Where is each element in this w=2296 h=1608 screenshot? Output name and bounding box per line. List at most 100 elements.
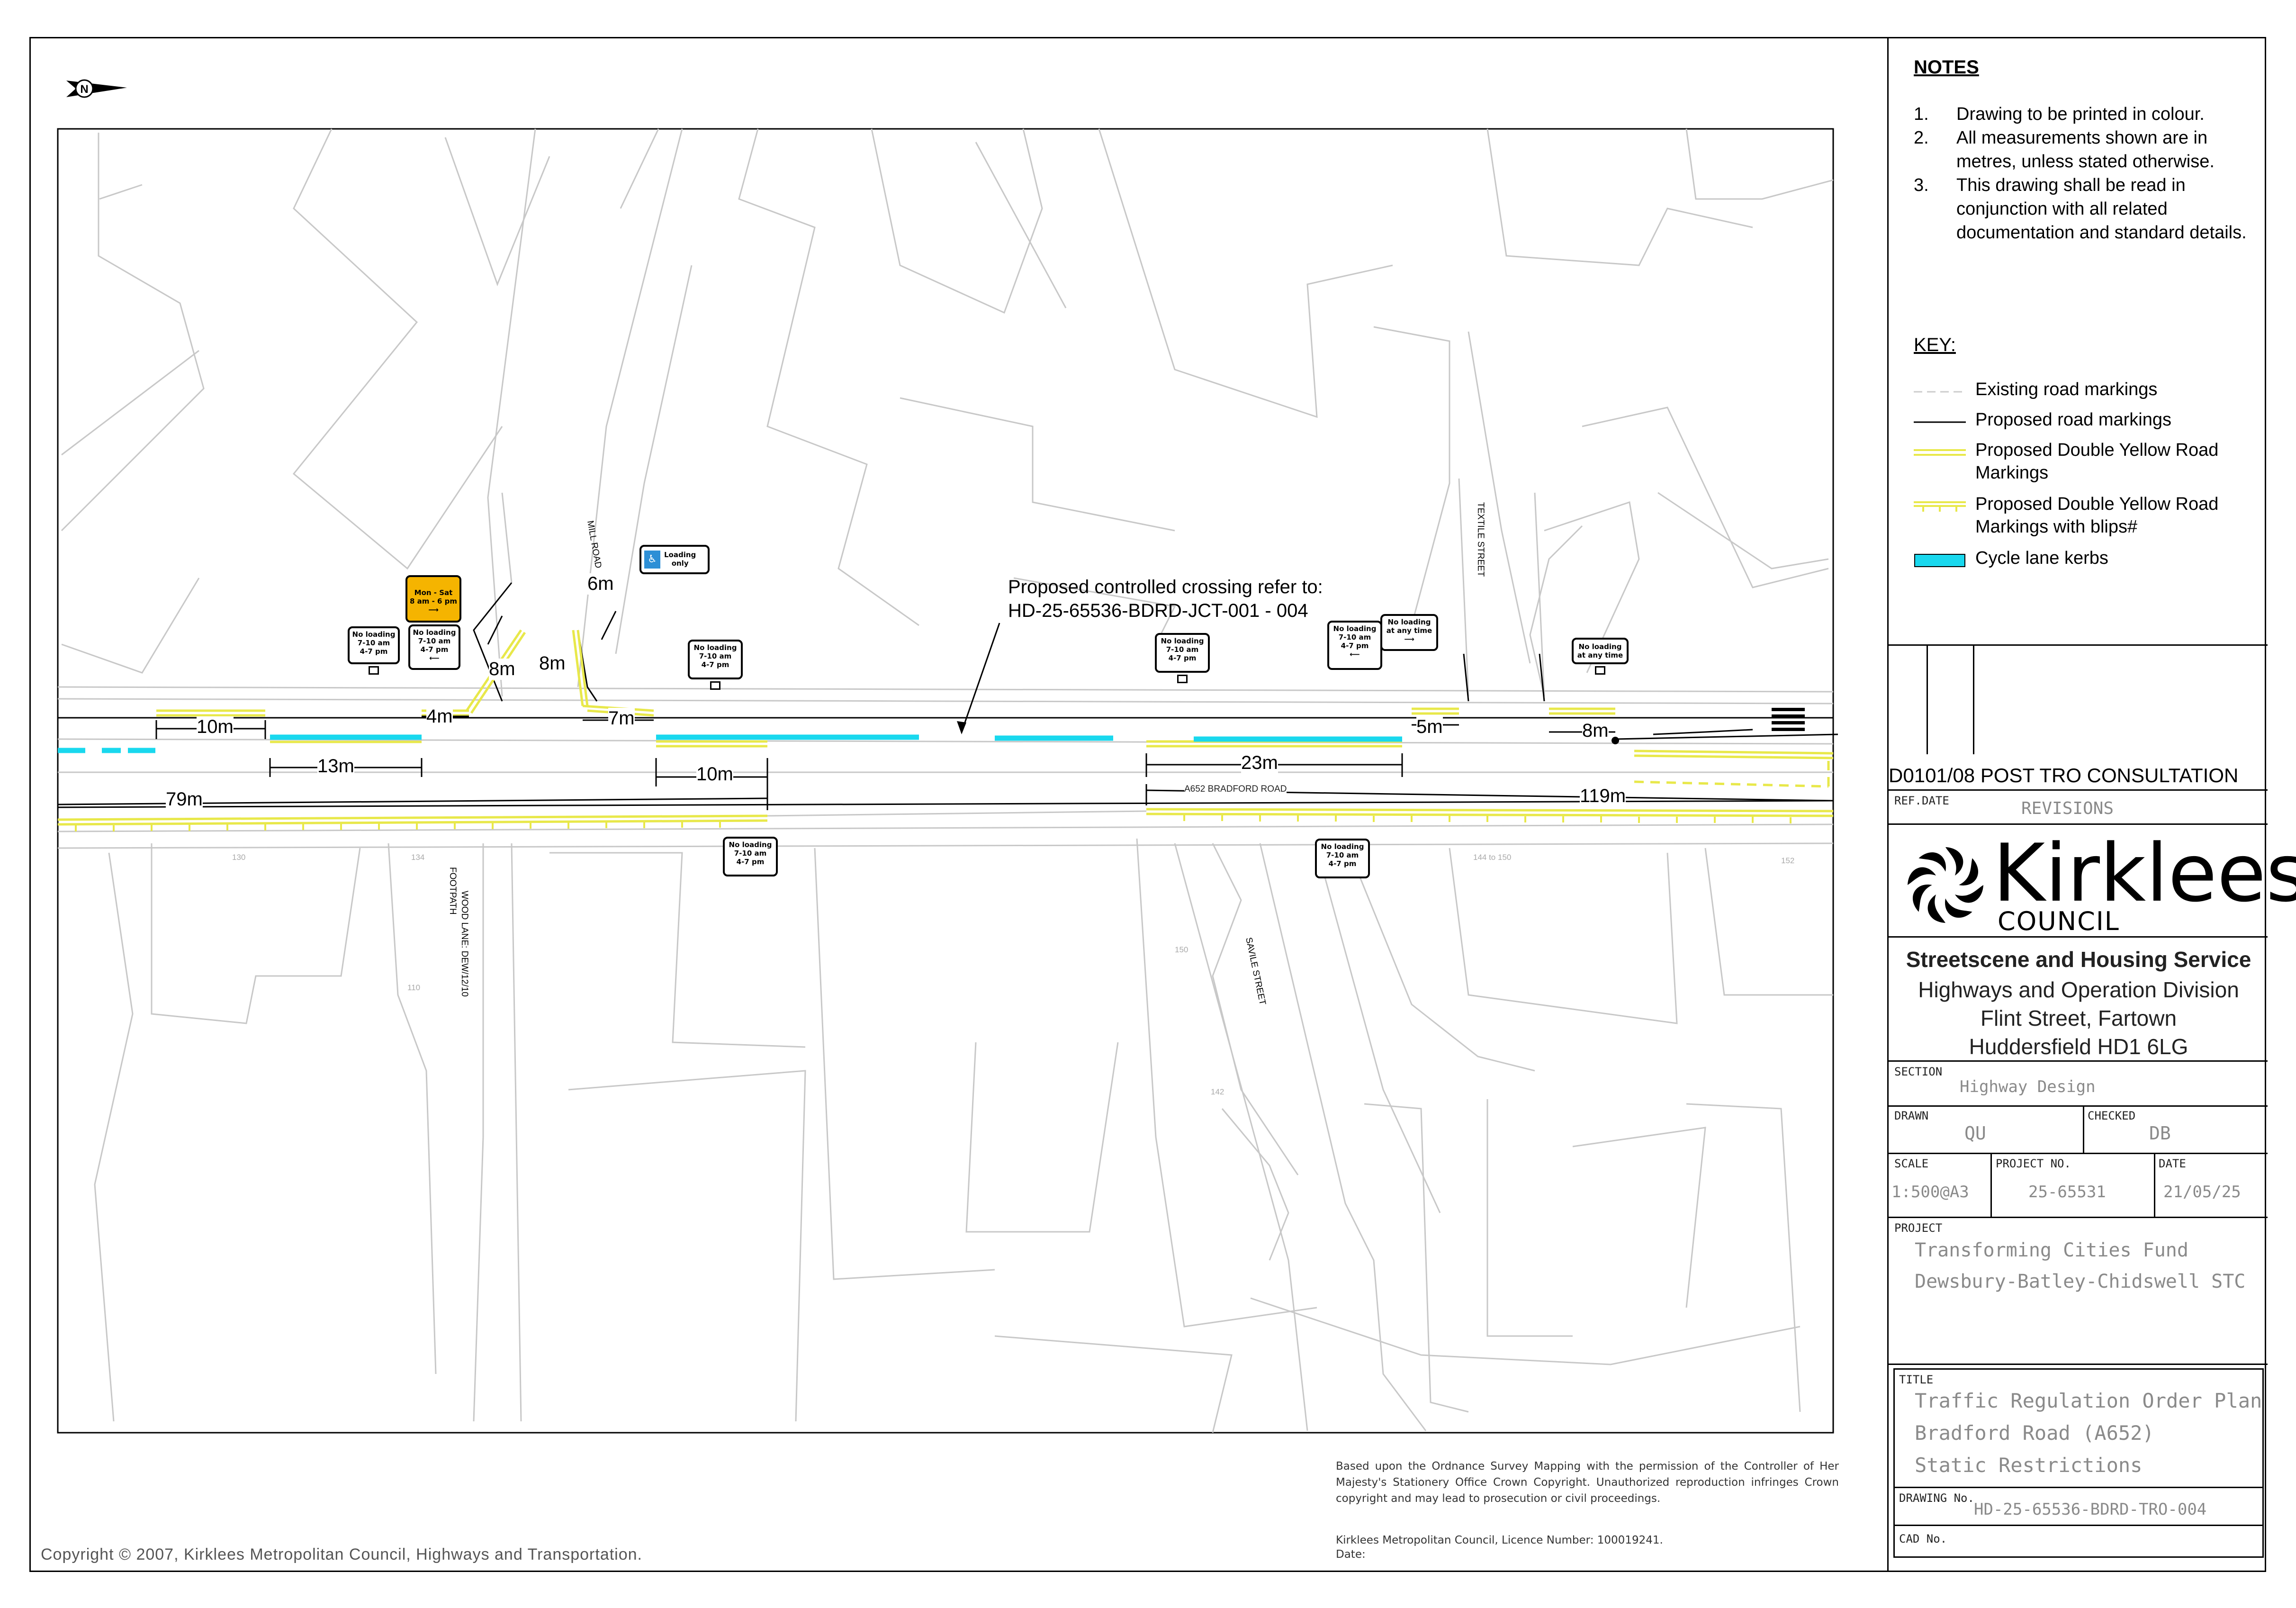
house-number: 152: [1781, 856, 1794, 865]
crossing-note-line2: HD-25-65536-BDRD-JCT-001 - 004: [1008, 600, 1308, 621]
drawing-no-label: DRAWING No.: [1899, 1491, 1974, 1505]
savile-street-label: SAVILE STREET: [1243, 937, 1268, 1006]
dimension-label: 23m: [1241, 752, 1278, 774]
address-town: Huddersfield HD1 6LG: [1969, 1034, 2188, 1059]
mill-road-label: MILL ROAD: [585, 520, 603, 569]
solid-line-icon: [1914, 421, 1966, 423]
crossing-note-line1: Proposed controlled crossing refer to:: [1008, 577, 1323, 597]
title-line2: Bradford Road (A652): [1915, 1421, 2154, 1445]
date-label-tb: DATE: [2159, 1157, 2186, 1170]
house-number: 150: [1175, 945, 1188, 954]
copyright-notice: Copyright © 2007, Kirklees Metropolitan …: [41, 1545, 642, 1563]
house-number: 130: [232, 853, 245, 862]
title-line1: Traffic Regulation Order Plan: [1915, 1389, 2262, 1412]
cad-no-label: CAD No.: [1899, 1532, 1947, 1545]
textile-street-label: TEXTILE STREET: [1476, 502, 1486, 577]
dimension-label: 7m: [608, 708, 635, 729]
revisions-label: REVISIONS: [2021, 799, 2114, 818]
section-value: Highway Design: [1960, 1077, 2096, 1096]
yellow-line-blips: [75, 815, 1792, 831]
revision-date: 01/08: [1925, 764, 1975, 786]
house-number: 110: [407, 983, 420, 992]
dimension-label: 119m: [1580, 786, 1626, 807]
kirklees-logo: Kirklees COUNCIL: [1898, 833, 2296, 936]
scale-label: SCALE: [1894, 1157, 1929, 1170]
dimension-label: 6m: [587, 573, 614, 595]
dimension-label: 5m: [1416, 716, 1443, 738]
dimension-label: 8m: [539, 653, 566, 674]
checked-label: CHECKED: [2088, 1109, 2136, 1122]
date-col-label: DATE: [1922, 794, 1949, 807]
date-label: Date:: [1336, 1548, 1366, 1561]
logo-name: Kirklees: [1993, 827, 2296, 920]
note-item: 3.This drawing shall be read in conjunct…: [1914, 175, 2247, 243]
proposed-road-markings: [57, 582, 1838, 808]
logo-sub: COUNCIL: [1998, 906, 2120, 936]
project-line1: Transforming Cities Fund: [1915, 1239, 2188, 1261]
cycle-kerb-icon: [1914, 554, 1965, 567]
drawn-label: DRAWN: [1894, 1109, 1929, 1122]
map-viewport: [57, 128, 1834, 1434]
dimension-label: 13m: [317, 756, 354, 777]
cycle-icon: ♿: [644, 551, 660, 569]
double-yellow-icon: [1914, 449, 1966, 456]
north-arrow-icon: N: [66, 79, 127, 98]
crossing-stripes: [1772, 708, 1805, 731]
scale-value: 1:500@A3: [1891, 1183, 1969, 1201]
section-label: SECTION: [1894, 1065, 1943, 1078]
note-item: 1.Drawing to be printed in colour.: [1914, 104, 2205, 124]
double-yellow-lines: [57, 629, 1834, 826]
bradford-road-label: A652 BRADFORD ROAD: [1184, 784, 1287, 795]
crossing-leader: [961, 623, 1000, 732]
dashed-line-icon: [1914, 391, 1966, 393]
checked-value: DB: [2149, 1123, 2171, 1144]
house-number: 144 to 150: [1473, 853, 1511, 862]
dimension-label: 8m: [1582, 720, 1609, 741]
dimension-label: 10m: [197, 716, 234, 738]
dimension-label: 79m: [166, 789, 203, 810]
base-map-features: [57, 128, 1834, 1433]
notes-list: 1.Drawing to be printed in colour. 2.All…: [1914, 102, 2260, 244]
site-plan-map: N: [57, 79, 1838, 1434]
project-label: PROJECT: [1894, 1221, 1943, 1235]
title-line3: Static Restrictions: [1915, 1454, 2143, 1477]
house-number: 142: [1211, 1087, 1224, 1096]
revision-entry: D0101/08 POST TRO CONSULTATION: [1889, 764, 2238, 787]
footpath-label: FOOTPATH: [448, 867, 458, 915]
project-line2: Dewsbury-Batley-Chidswell STC: [1915, 1271, 2246, 1292]
drawing-no-value: HD-25-65536-BDRD-TRO-004: [1974, 1500, 2207, 1519]
double-yellow-blips-icon: [1914, 501, 1966, 512]
dimension-lines: [57, 611, 1834, 810]
dimension-label: 10m: [696, 764, 733, 785]
dimension-label: 8m: [489, 659, 515, 680]
licence-statement: Kirklees Metropolitan Council, Licence N…: [1336, 1533, 1839, 1562]
note-item: 2.All measurements shown are in metres, …: [1914, 128, 2215, 172]
project-no-value: 25-65531: [2028, 1183, 2106, 1201]
drawn-value: QU: [1964, 1123, 1986, 1144]
cycle-lane-kerbs: [58, 734, 1402, 753]
svg-text:N: N: [80, 83, 88, 96]
revision-description: POST TRO CONSULTATION: [1980, 764, 2239, 786]
dimension-label: 4m: [426, 706, 453, 727]
wood-lane-label: WOOD LANE: DEW/12/10: [459, 891, 469, 997]
title-block-panel: NOTES 1.Drawing to be printed in colour.…: [1887, 37, 2296, 1572]
address-street: Flint Street, Fartown: [1980, 1006, 2177, 1030]
kirklees-emblem-icon: [1908, 847, 1983, 923]
key-title: KEY:: [1914, 334, 1956, 355]
house-number: 134: [411, 853, 424, 862]
division-name: Highways and Operation Division: [1918, 977, 2239, 1002]
ref-label: REF.: [1894, 794, 1922, 807]
os-statement: Based upon the Ordnance Survey Mapping w…: [1336, 1460, 1839, 1505]
date-value: 21/05/25: [2163, 1183, 2241, 1201]
notes-title: NOTES: [1914, 57, 1979, 78]
